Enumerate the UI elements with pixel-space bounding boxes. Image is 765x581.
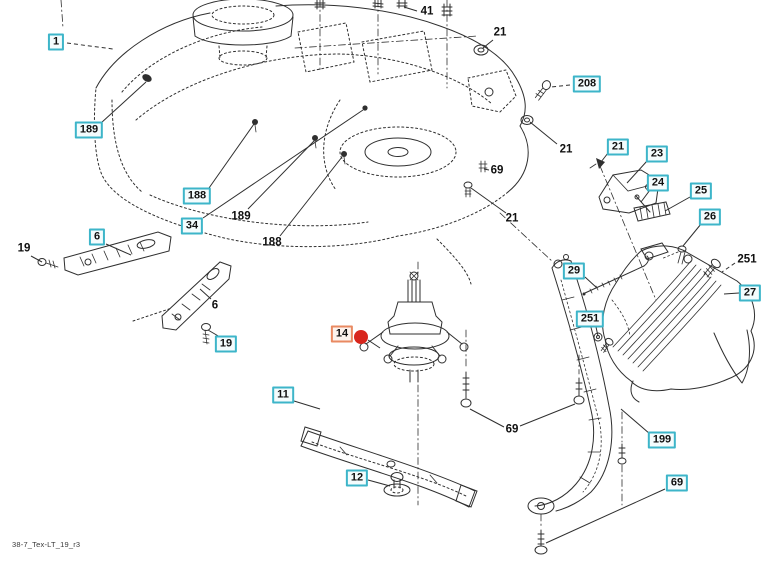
blade-art: [300, 426, 478, 508]
pulley-art: [192, 0, 294, 66]
leader-line: [30, 255, 43, 263]
latch-bracket-art: [582, 169, 687, 296]
part-callout-41: 41: [420, 5, 434, 18]
part-callout-189: 189: [231, 210, 251, 223]
part-callout-21: 21: [559, 143, 573, 156]
part-callout-208[interactable]: 208: [572, 75, 602, 93]
part-callout-19[interactable]: 19: [214, 335, 238, 353]
leader-line: [470, 187, 507, 214]
diagram-filename: 38-7_Tex-LT_19_r3: [12, 540, 81, 549]
part-callout-1[interactable]: 1: [47, 33, 65, 51]
part-callout-21: 21: [493, 26, 507, 39]
leader-line: [482, 39, 494, 49]
leader-line: [483, 168, 490, 171]
part-callout-23[interactable]: 23: [645, 145, 669, 163]
part-callout-19: 19: [17, 242, 31, 255]
part-callout-251[interactable]: 251: [575, 310, 605, 328]
part-callout-69: 69: [505, 423, 519, 436]
leader-line: [66, 42, 114, 50]
part-callout-34[interactable]: 34: [180, 217, 204, 235]
part-callout-199[interactable]: 199: [647, 431, 677, 449]
leader-line: [100, 81, 147, 124]
leader-line: [595, 326, 599, 337]
leader-line: [208, 123, 255, 189]
bracket-arms-art: [37, 231, 232, 345]
leader-line: [105, 243, 132, 256]
leader-line: [403, 6, 418, 12]
part-callout-29[interactable]: 29: [562, 262, 586, 280]
part-callout-11[interactable]: 11: [272, 386, 294, 404]
part-callout-188: 188: [262, 236, 282, 249]
leader-line: [279, 156, 343, 237]
leader-line: [600, 152, 609, 163]
leader-line: [550, 84, 571, 88]
deflector-art: [593, 165, 755, 403]
selected-part-marker: [354, 330, 368, 344]
leader-line: [664, 196, 691, 212]
part-callout-27[interactable]: 27: [738, 284, 762, 302]
leader-lines: [30, 6, 740, 544]
leader-line: [626, 160, 648, 184]
curved-bracket-art: [436, 212, 627, 555]
leader-line: [367, 339, 381, 349]
part-callout-21[interactable]: 21: [606, 138, 630, 156]
leader-line: [682, 223, 702, 247]
leader-line: [640, 189, 651, 203]
part-callout-25[interactable]: 25: [689, 182, 713, 200]
spindle-assembly-art: [359, 261, 469, 506]
leader-line: [723, 292, 740, 295]
leader-line: [545, 488, 666, 544]
leader-line: [199, 288, 212, 300]
leader-line: [529, 121, 558, 145]
part-callout-21: 21: [505, 212, 519, 225]
leader-line: [247, 140, 315, 210]
part-callout-69[interactable]: 69: [665, 474, 689, 492]
part-callout-6[interactable]: 6: [88, 228, 106, 246]
part-callout-69: 69: [490, 164, 504, 177]
leader-line: [469, 408, 505, 428]
part-callout-24[interactable]: 24: [646, 174, 670, 192]
leader-line: [584, 276, 598, 289]
part-callout-26[interactable]: 26: [698, 208, 722, 226]
leader-line: [202, 109, 364, 219]
deck-art: [60, 0, 605, 248]
part-callout-251: 251: [737, 253, 757, 266]
part-callout-12[interactable]: 12: [345, 469, 369, 487]
part-callout-188[interactable]: 188: [182, 187, 212, 205]
leader-line: [293, 400, 321, 410]
part-callout-6: 6: [211, 299, 219, 312]
part-callout-189[interactable]: 189: [74, 121, 104, 139]
leader-line: [519, 403, 576, 427]
leader-line: [367, 479, 391, 487]
leader-line: [620, 408, 651, 435]
part-callout-14[interactable]: 14: [330, 325, 354, 343]
leader-line: [721, 262, 736, 273]
